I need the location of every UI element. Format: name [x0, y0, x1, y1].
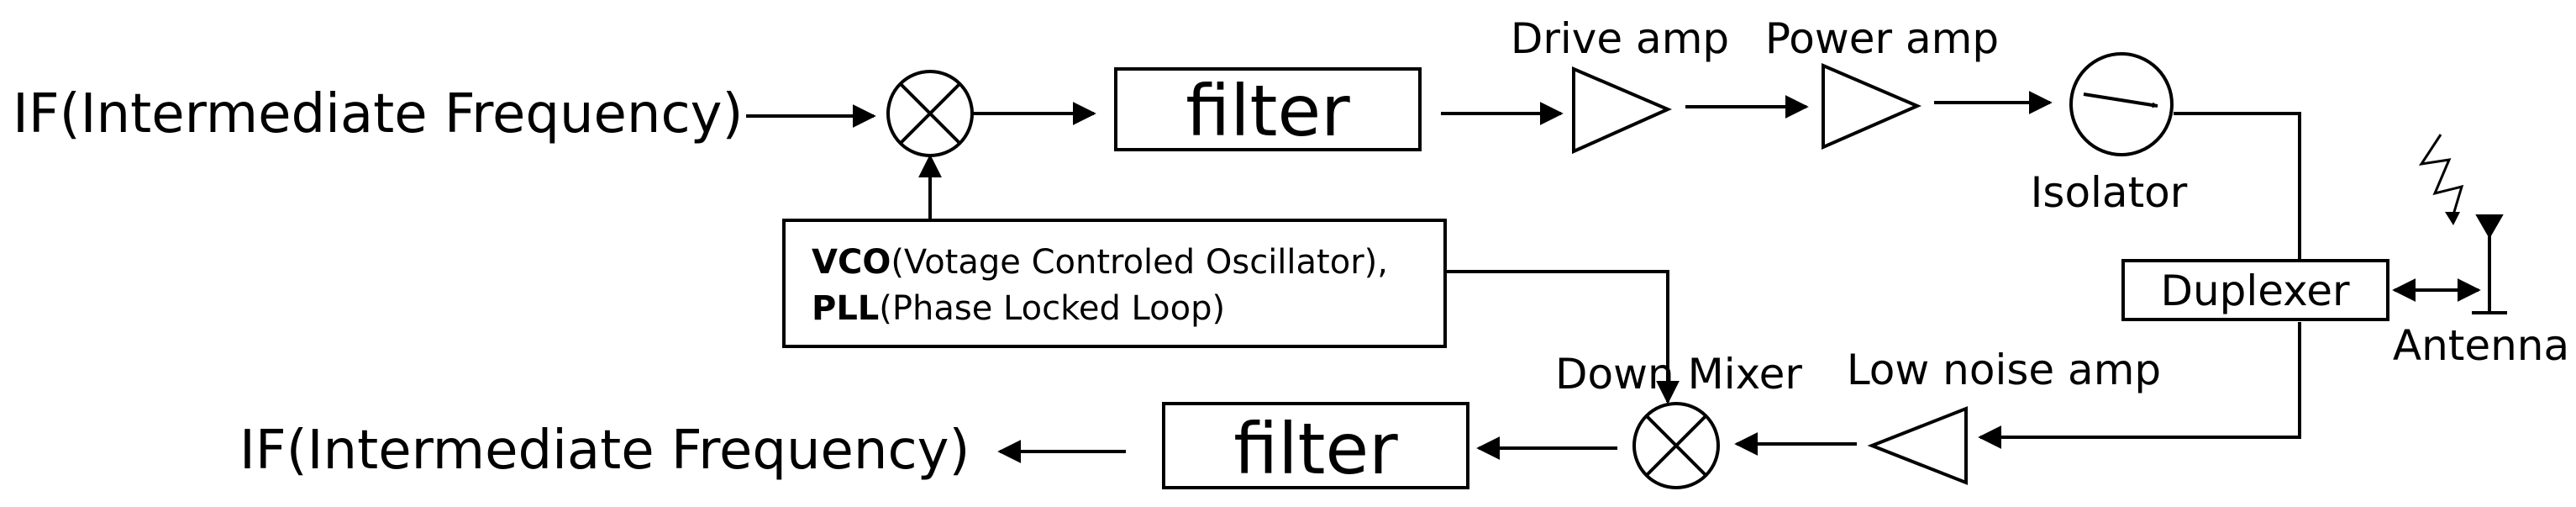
- arrow-vco-to-down-mixer: [1445, 270, 1680, 404]
- duplexer-block: Duplexer: [2121, 259, 2389, 321]
- line-duplexer-to-lna: [1978, 322, 2301, 449]
- down-mixer-cross-b: [1645, 415, 1707, 477]
- lightning-icon: [2418, 134, 2464, 225]
- tx-mixer: [886, 70, 974, 157]
- tx-filter-label: filter: [1185, 70, 1350, 152]
- pll-description: (Phase Locked Loop): [879, 289, 1225, 328]
- isolator-arrow-icon: [2083, 92, 2158, 108]
- power-amp-label: Power amp: [1765, 14, 1999, 63]
- duplexer-box: [2121, 259, 2389, 321]
- tx-if-input-label: IF(Intermediate Frequency): [13, 83, 744, 145]
- antenna-tip: [2475, 214, 2504, 240]
- vco-pll-block: VCO(Votage Controled Oscillator), PLL(Ph…: [782, 219, 1447, 348]
- line-isolator-to-duplexer: [2174, 112, 2301, 261]
- drive-amp-triangle: [1572, 66, 1672, 155]
- isolator-label: Isolator: [2031, 168, 2188, 217]
- vco-abbrev: VCO: [812, 243, 891, 282]
- power-amp-triangle: [1822, 62, 1922, 151]
- vco-pll-box: [782, 219, 1447, 348]
- vco-description: (Votage Controled Oscillator),: [891, 243, 1388, 282]
- lightning-zigzag: [2418, 134, 2464, 221]
- vco-pll-line-2: PLL(Phase Locked Loop): [812, 289, 1225, 328]
- rx-if-output-label: IF(Intermediate Frequency): [239, 420, 970, 482]
- lightning-tip: [2445, 212, 2460, 225]
- down-mixer-label: Down Mixer: [1555, 350, 1802, 399]
- duplexer-label: Duplexer: [2160, 267, 2350, 315]
- lna-triangle: [1867, 406, 1968, 485]
- antenna-label: Antenna: [2393, 321, 2569, 370]
- rx-filter-box: [1162, 402, 1469, 489]
- lna-label: Low noise amp: [1847, 346, 2161, 394]
- down-mixer: [1632, 402, 1720, 489]
- isolator-circle: [2069, 52, 2174, 156]
- rx-filter-label: filter: [1233, 408, 1398, 490]
- drive-amp-label: Drive amp: [1511, 14, 1729, 63]
- vco-pll-line-1: VCO(Votage Controled Oscillator),: [812, 243, 1388, 282]
- mixer-cross-b: [899, 82, 961, 145]
- tx-filter-block: filter: [1114, 67, 1422, 152]
- pll-abbrev: PLL: [812, 289, 879, 328]
- antenna-icon: [2472, 214, 2507, 314]
- tx-filter-box: [1114, 67, 1422, 151]
- rx-filter-block: filter: [1162, 402, 1469, 490]
- isolator: [2069, 52, 2174, 156]
